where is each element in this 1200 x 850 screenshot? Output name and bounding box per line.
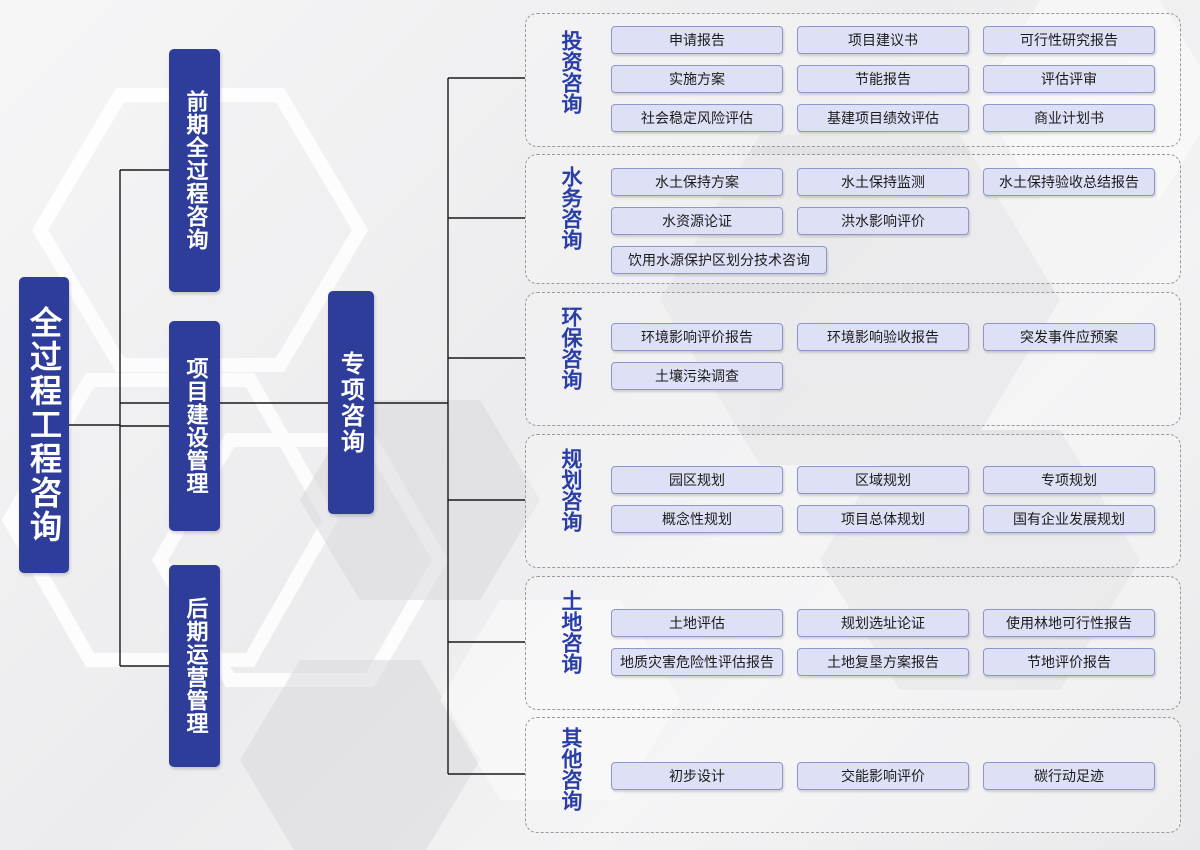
consulting-group (525, 576, 1181, 710)
consulting-item: 土地复垦方案报告 (797, 648, 969, 676)
consulting-item: 园区规划 (611, 466, 783, 494)
branch-node-label: 项目建设管理 (182, 357, 208, 495)
branch-node-label: 专项咨询 (336, 350, 365, 455)
consulting-item: 实施方案 (611, 65, 783, 93)
consulting-group-title: 规划咨询 (559, 448, 583, 532)
consulting-group-title: 土地咨询 (559, 590, 583, 674)
consulting-item: 土壤污染调查 (611, 362, 783, 390)
consulting-item: 水土保持方案 (611, 168, 783, 196)
consulting-item: 水土保持验收总结报告 (983, 168, 1155, 196)
consulting-item: 项目建议书 (797, 26, 969, 54)
consulting-item: 地质灾害危险性评估报告 (611, 648, 783, 676)
consulting-item: 碳行动足迹 (983, 762, 1155, 790)
branch-node-construction-management: 项目建设管理 (169, 321, 220, 531)
consulting-item: 申请报告 (611, 26, 783, 54)
consulting-group-title: 环保咨询 (559, 306, 583, 390)
consulting-item: 初步设计 (611, 762, 783, 790)
consulting-item: 规划选址论证 (797, 609, 969, 637)
consulting-item: 饮用水源保护区划分技术咨询 (611, 246, 827, 274)
branch-node-label: 前期全过程咨询 (182, 90, 208, 251)
consulting-item: 国有企业发展规划 (983, 505, 1155, 533)
consulting-item: 土地评估 (611, 609, 783, 637)
consulting-item: 基建项目绩效评估 (797, 104, 969, 132)
consulting-item: 社会稳定风险评估 (611, 104, 783, 132)
consulting-group (525, 434, 1181, 568)
consulting-item: 交能影响评价 (797, 762, 969, 790)
consulting-item: 环境影响验收报告 (797, 323, 969, 351)
consulting-item: 商业计划书 (983, 104, 1155, 132)
branch-node-special-consulting: 专项咨询 (328, 291, 374, 514)
branch-node-operation-management: 后期运营管理 (169, 565, 220, 767)
consulting-item: 节能报告 (797, 65, 969, 93)
consulting-group-title: 水务咨询 (559, 166, 583, 250)
consulting-item: 节地评价报告 (983, 648, 1155, 676)
consulting-item: 概念性规划 (611, 505, 783, 533)
root-node-label: 全过程工程咨询 (25, 306, 63, 544)
consulting-item: 水土保持监测 (797, 168, 969, 196)
consulting-item: 突发事件应预案 (983, 323, 1155, 351)
consulting-group (525, 292, 1181, 426)
consulting-item: 环境影响评价报告 (611, 323, 783, 351)
consulting-item: 专项规划 (983, 466, 1155, 494)
root-node: 全过程工程咨询 (19, 277, 69, 573)
branch-node-label: 后期运营管理 (182, 597, 208, 735)
consulting-group-title: 其他咨询 (559, 727, 583, 811)
consulting-item: 项目总体规划 (797, 505, 969, 533)
consulting-item: 洪水影响评价 (797, 207, 969, 235)
consulting-item: 评估评审 (983, 65, 1155, 93)
consulting-item: 水资源论证 (611, 207, 783, 235)
consulting-item: 可行性研究报告 (983, 26, 1155, 54)
consulting-item: 使用林地可行性报告 (983, 609, 1155, 637)
branch-node-early-stage: 前期全过程咨询 (169, 49, 220, 292)
consulting-item: 区域规划 (797, 466, 969, 494)
consulting-group-title: 投资咨询 (559, 30, 583, 114)
